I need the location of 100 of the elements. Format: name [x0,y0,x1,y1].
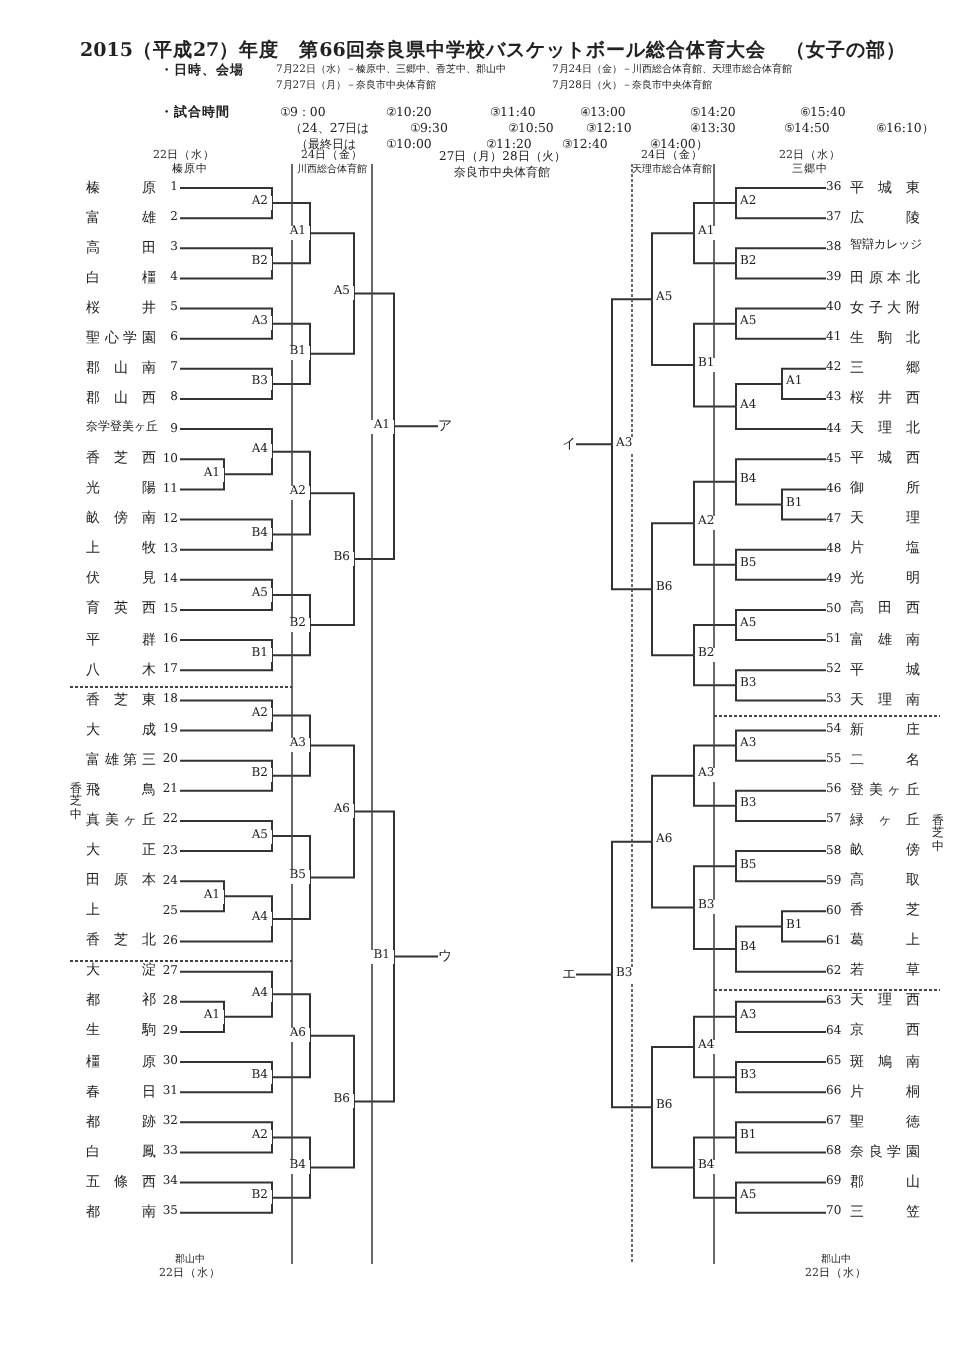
bracket-line [693,1015,737,1048]
bracket-line [393,955,439,958]
bracket-line [651,298,695,367]
bracket-line [179,187,273,205]
bracket-line [693,744,737,777]
bracket-line [271,322,311,355]
bracket-line [353,425,395,561]
bracket-line [611,973,653,1109]
bracket-line [179,322,273,340]
bracket-line [735,624,827,642]
bracket-line [735,729,827,747]
bracket-line [735,925,783,951]
bracket-line [271,352,311,385]
bracket-line [179,654,273,672]
bracket-line [179,699,273,717]
bracket-line [271,1136,311,1169]
title: 2015（平成27）年度 第66回奈良県中学校バスケットボール総合体育大会 （女子の部） [80,42,906,61]
bracket-line [781,503,827,521]
bracket-line [271,492,311,536]
bracket-line [309,744,355,813]
bracket-line [693,774,737,807]
bracket-line [735,1076,827,1094]
bracket-line [693,232,737,265]
bracket-line [271,1166,311,1199]
bracket-line [735,1181,827,1199]
bracket-line [735,789,827,807]
bracket-line [271,593,311,627]
bracket-line [271,835,311,879]
bracket-line [309,810,355,879]
bracket-line [735,608,827,627]
bracket-line [271,450,311,495]
bracket-line [271,744,311,777]
bracket-line [179,262,273,280]
bracket-line [651,840,695,909]
bracket-line [693,906,737,951]
bracket-line [651,1046,695,1109]
bracket-line [309,492,355,561]
bracket-line [735,480,783,506]
bracket-line [179,1000,225,1018]
bracket-line [735,850,827,868]
bracket-line [179,1076,273,1094]
bracket-line [309,232,355,295]
bracket-line [735,865,827,883]
bracket-line [735,382,783,408]
bracket-line [693,1166,737,1199]
bracket-line [179,202,273,220]
bracket-line [735,405,827,431]
bracket-line [735,247,827,265]
bracket-line [651,1106,695,1169]
bracket-line [353,292,395,428]
bracket-line [223,450,273,476]
bracket-line [693,624,737,657]
bracket-line [735,744,827,762]
bracket-line [693,654,737,687]
bracket-line [179,880,225,898]
bracket-line [179,835,273,853]
bracket-line [179,458,225,476]
bracket-line [179,819,273,837]
bracket-line [179,382,273,400]
bracket-line [179,578,273,596]
bracket-line [179,428,273,453]
bracket-line [179,774,273,792]
bracket-line [223,993,273,1018]
bracket-line [735,684,827,702]
bracket-line [179,639,273,657]
bracket-line [223,895,273,920]
bracket-line [179,518,273,536]
bracket-line [693,1046,737,1079]
bracket-line [735,307,827,325]
bracket-line [179,367,273,385]
bracket-line [781,910,827,928]
bracket-line [271,1034,311,1079]
bracket-line [735,1061,827,1079]
bracket-line [179,533,273,551]
bracket-line [179,1181,273,1199]
bracket-line [179,970,273,996]
bracket-line [735,322,827,340]
bracket-line [781,925,827,943]
bracket-line [179,247,273,265]
bracket-line [179,473,225,491]
bracket-line [651,232,695,301]
bracket-line [781,488,827,506]
bracket-line [179,1136,273,1154]
bracket-line [179,714,273,732]
bracket-line [309,1100,355,1169]
bracket-line [179,1061,273,1079]
bracket-line [693,1136,737,1169]
bracket-line [271,993,311,1037]
bracket-line [179,307,273,325]
bracket-line [179,1196,273,1214]
bracket-line [781,367,827,385]
bracket-line [735,948,827,973]
bracket-line [735,1000,827,1018]
bracket-line [735,187,827,205]
bracket-line [693,364,737,408]
bracket-line [271,232,311,265]
bracket-line [353,810,395,958]
bracket-line [735,804,827,822]
bracket-line [309,558,355,627]
bracket-line [735,202,827,220]
